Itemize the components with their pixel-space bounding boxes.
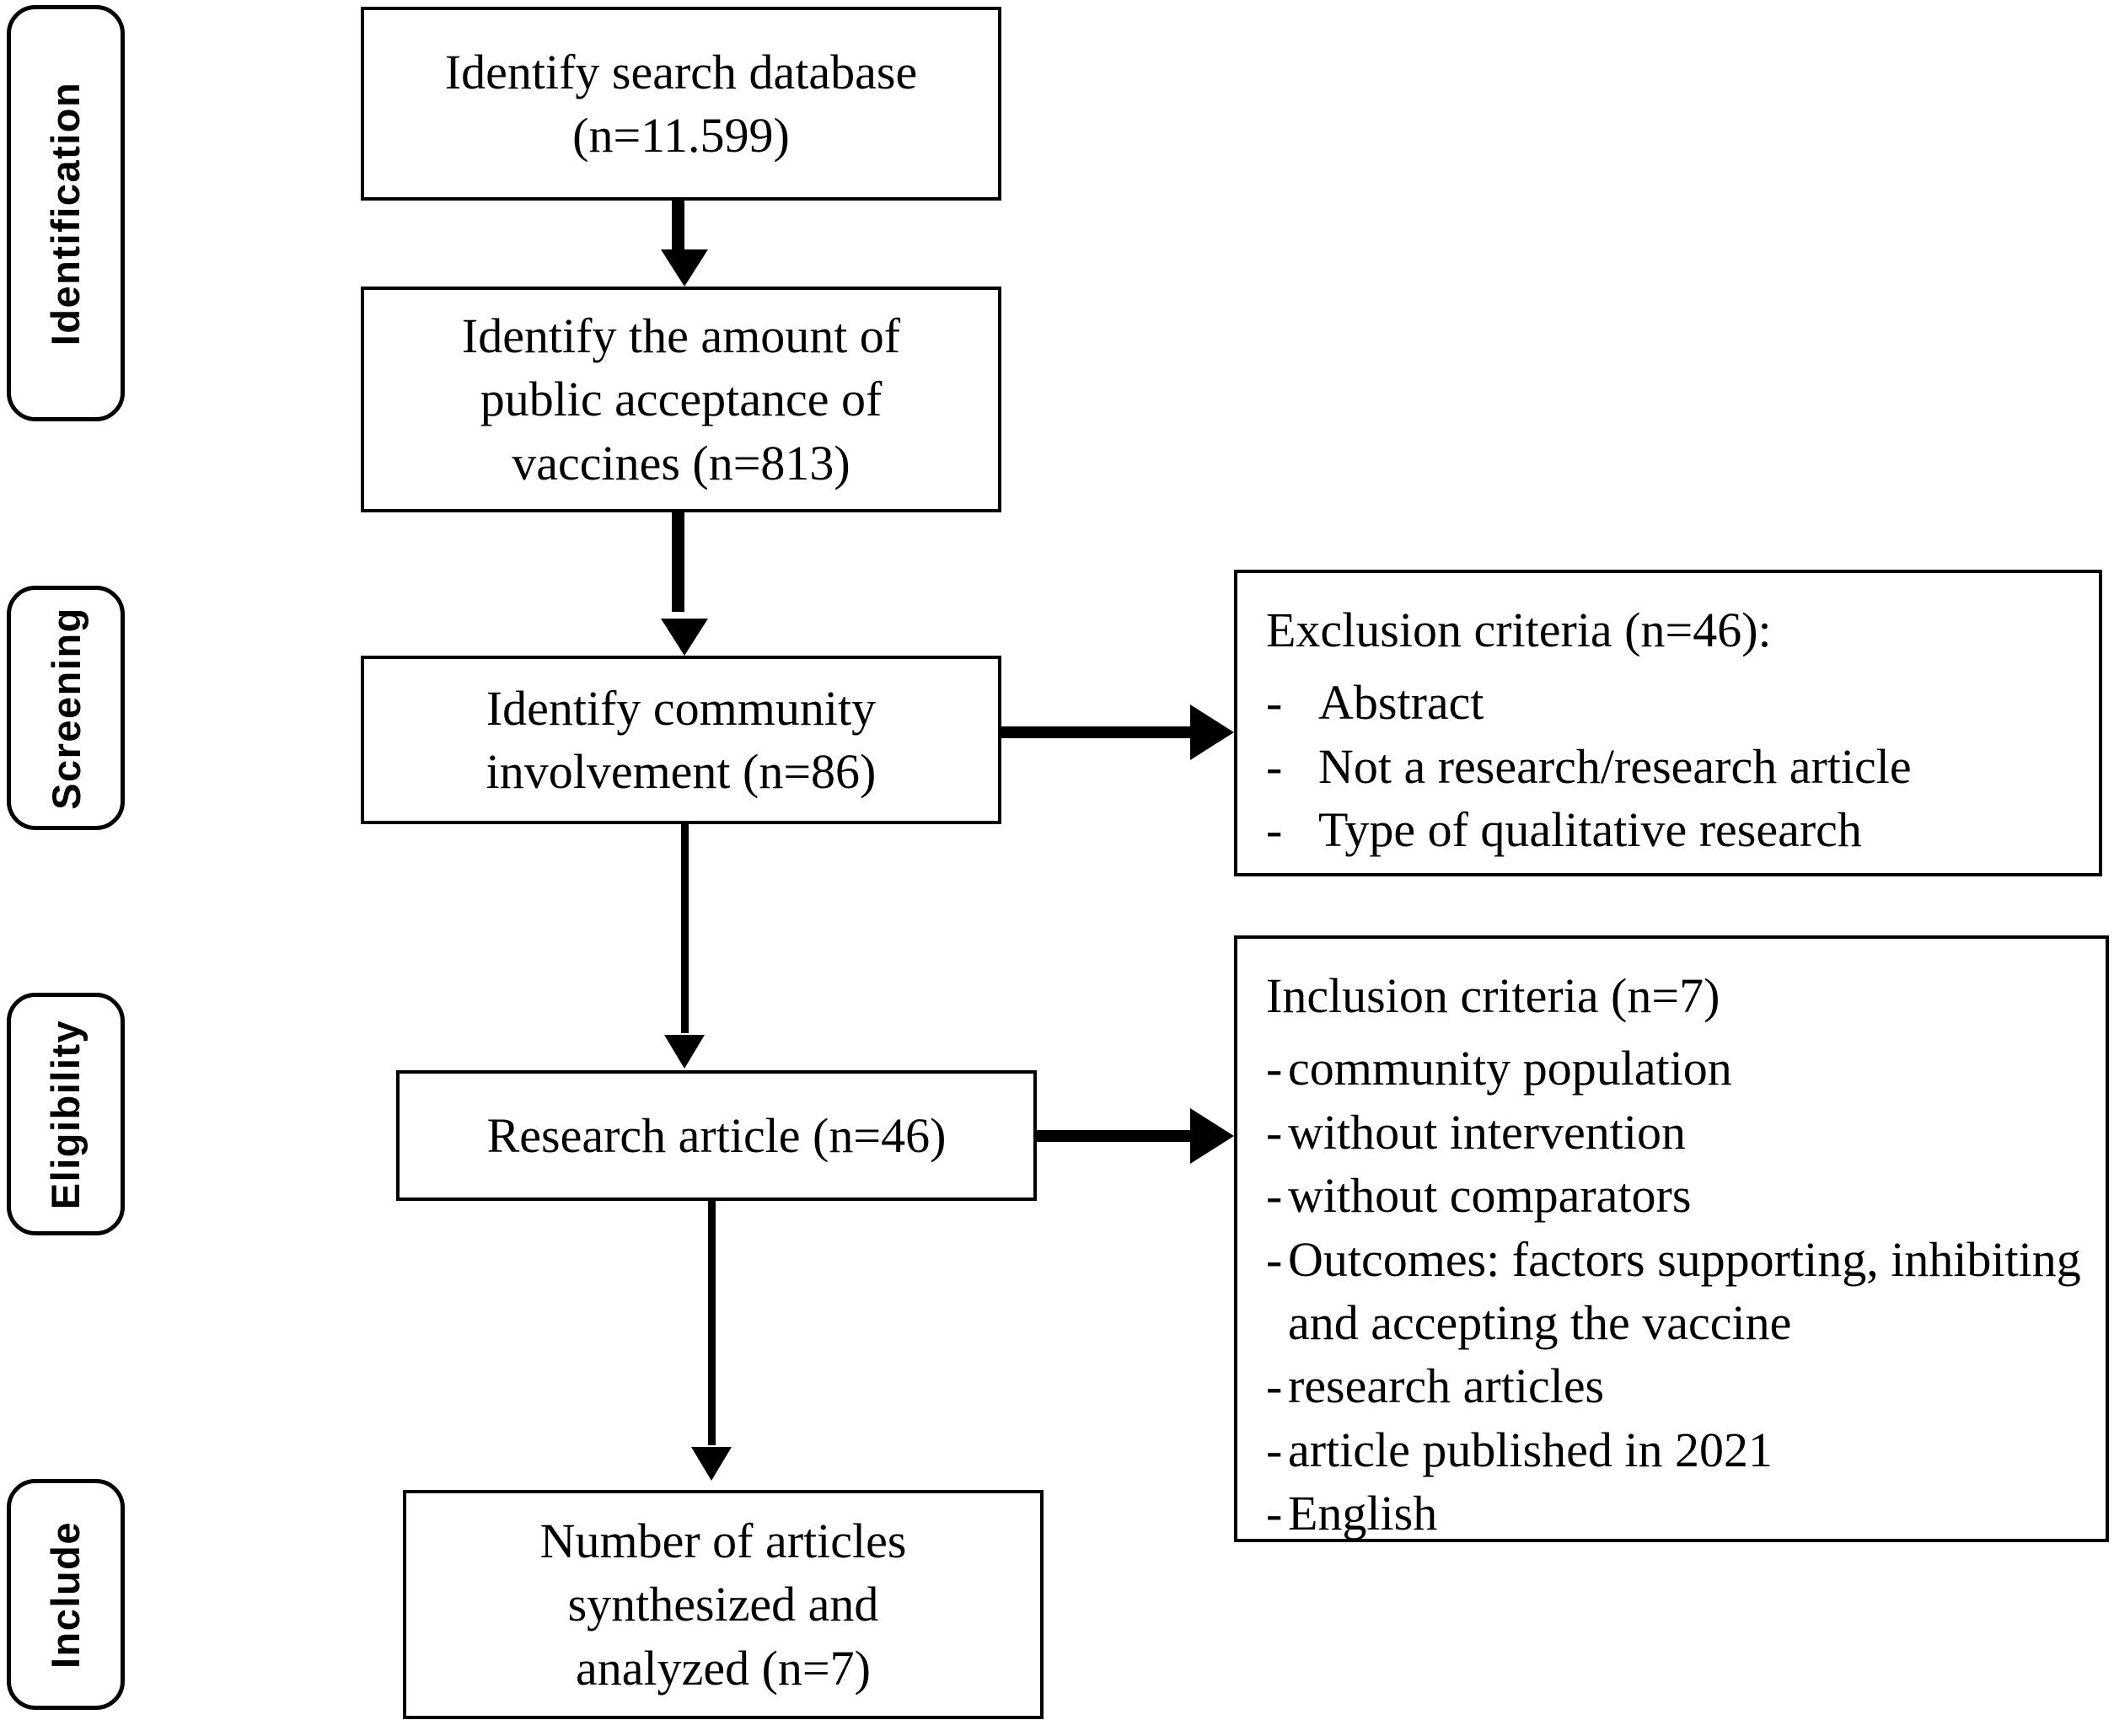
- criteria-item: - Not a research/research article: [1266, 735, 2077, 798]
- criteria-item: - without intervention: [1266, 1101, 2084, 1164]
- stage-pill-identification: Identification: [7, 5, 125, 421]
- criteria-item-text: English: [1288, 1486, 1438, 1541]
- stage-label-identification: Identification: [43, 81, 89, 346]
- dash-bullet-icon: -: [1266, 1422, 1283, 1477]
- dash-bullet-icon: -: [1266, 1358, 1283, 1414]
- criteria-item: - research articles: [1266, 1354, 2084, 1417]
- criteria-item: - English: [1266, 1481, 2084, 1545]
- flow-box-research-article: Research article (n=46): [396, 1070, 1037, 1201]
- dash-bullet-icon: -: [1266, 1168, 1283, 1224]
- criteria-item: - community population: [1266, 1037, 2084, 1100]
- criteria-box-exclusion: Exclusion criteria (n=46): - Abstract - …: [1234, 570, 2102, 876]
- criteria-title-inclusion: Inclusion criteria (n=7): [1266, 968, 1720, 1023]
- stage-pill-include: Include: [7, 1479, 125, 1710]
- criteria-title-exclusion: Exclusion criteria (n=46):: [1266, 603, 1772, 657]
- flow-box-text: Identify the amount of public acceptance…: [461, 308, 901, 490]
- criteria-box-inclusion: Inclusion criteria (n=7) - community pop…: [1234, 935, 2109, 1542]
- dash-bullet-icon: -: [1266, 1104, 1283, 1160]
- dash-bullet-icon: -: [1266, 1041, 1283, 1096]
- criteria-item-text: article published in 2021: [1288, 1422, 1773, 1477]
- criteria-item-text: without comparators: [1288, 1168, 1692, 1224]
- stage-label-screening: Screening: [43, 606, 89, 810]
- criteria-item-text: without intervention: [1288, 1104, 1686, 1160]
- flow-box-text: Number of articles synthesized and analy…: [539, 1513, 907, 1696]
- flow-box-identify-search-database: Identify search database (n=11.599): [361, 7, 1001, 201]
- stage-pill-screening: Screening: [7, 586, 125, 830]
- criteria-item-text: Not a research/research article: [1318, 738, 1912, 794]
- criteria-list-exclusion: - Abstract - Not a research/research art…: [1266, 671, 2077, 861]
- criteria-item: - Abstract: [1266, 671, 2077, 734]
- stage-pill-eligibility: Eligibility: [7, 993, 125, 1235]
- criteria-item-text: Abstract: [1318, 675, 1484, 731]
- criteria-item: - Type of qualitative research: [1266, 798, 2077, 861]
- criteria-item-text: community population: [1288, 1041, 1732, 1096]
- dash-bullet-icon: -: [1266, 675, 1283, 731]
- criteria-item-text: research articles: [1288, 1358, 1605, 1414]
- flow-box-number-of-articles: Number of articles synthesized and analy…: [403, 1490, 1044, 1719]
- dash-bullet-icon: -: [1266, 738, 1283, 794]
- dash-bullet-icon: -: [1266, 1486, 1283, 1541]
- criteria-item: - without comparators: [1266, 1164, 2084, 1227]
- dash-bullet-icon: -: [1266, 1231, 1283, 1287]
- stage-label-eligibility: Eligibility: [43, 1019, 89, 1209]
- criteria-item: - article published in 2021: [1266, 1418, 2084, 1481]
- flow-box-text: Identify search database (n=11.599): [444, 44, 918, 163]
- flow-box-text: Identify community involvement (n=86): [486, 680, 877, 799]
- stage-label-include: Include: [43, 1520, 89, 1669]
- dash-bullet-icon: -: [1266, 802, 1283, 858]
- criteria-item: - Outcomes: factors supporting, inhibiti…: [1266, 1228, 2084, 1355]
- flow-box-text: Research article (n=46): [486, 1107, 947, 1163]
- criteria-item-text: Outcomes: factors supporting, inhibiting…: [1288, 1231, 2081, 1350]
- flow-box-identify-community-involvement: Identify community involvement (n=86): [361, 656, 1001, 824]
- criteria-item-text: Type of qualitative research: [1318, 802, 1862, 858]
- flow-box-identify-public-acceptance: Identify the amount of public acceptance…: [361, 287, 1001, 512]
- criteria-list-inclusion: - community population - without interve…: [1266, 1037, 2084, 1545]
